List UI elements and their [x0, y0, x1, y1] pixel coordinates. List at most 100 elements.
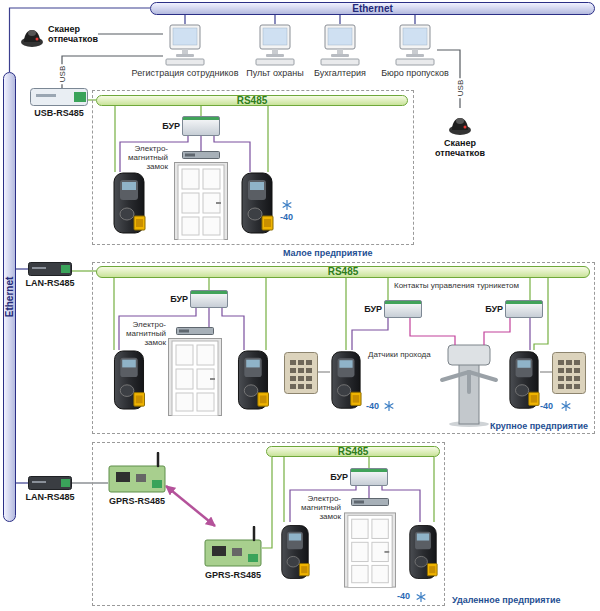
door: [169, 339, 222, 417]
temperature-label: -40: [540, 401, 553, 411]
controller-label: БУР: [364, 304, 382, 314]
bur-controller: БУР: [182, 116, 220, 136]
computer-icon: [318, 24, 362, 66]
scanner-label: Сканер отпечатков: [48, 24, 98, 44]
workstation: Регистрация сотрудников: [163, 24, 207, 66]
controller-label: БУР: [485, 304, 503, 314]
lan-device-icon: [28, 262, 72, 276]
enterprise-zone: Малое предприятиеRS485БУР: [92, 90, 414, 245]
bur-controller: БУР: [384, 300, 422, 318]
workstation-label: Регистрация сотрудников: [132, 68, 239, 78]
biometric-reader: [332, 352, 361, 408]
biometric-reader: [282, 526, 309, 579]
bus-label: Ethernet: [352, 4, 393, 14]
bur-controller: БУР: [190, 290, 228, 308]
computer-icon: [253, 24, 297, 66]
magnetic-lock: [352, 499, 389, 506]
zone-label: Удаленное предприятие: [452, 595, 561, 605]
zone-label: Малое предприятие: [283, 248, 373, 258]
scanner-label: Сканер отпечатков: [435, 138, 485, 158]
controller-label: БУР: [162, 121, 180, 131]
enterprise-zone: Крупное предприятиеRS485БУРБУРБУР: [92, 262, 595, 434]
rs485-bus: RS485: [266, 446, 440, 457]
rs485-wire: [284, 457, 434, 522]
lan-device-icon: [28, 476, 72, 490]
converter-label: GPRS-RS485: [205, 570, 261, 580]
bus-label: Ethernet: [5, 277, 15, 318]
workstation-label: Бухгалтерия: [314, 68, 366, 78]
ethernet-bus: Ethernet: [3, 72, 16, 522]
door: [344, 513, 395, 588]
computer-icon: [163, 24, 207, 66]
biometric-reader: [242, 173, 273, 233]
note-label: Датчики прохода: [368, 350, 431, 359]
bur-controller: БУР: [505, 300, 543, 318]
biometric-reader: [114, 173, 145, 233]
snowflake-icon: [562, 402, 570, 411]
door: [175, 163, 228, 241]
biometric-reader: [238, 351, 268, 409]
connector: [368, 457, 369, 468]
controller-label: БУР: [330, 472, 348, 482]
connector: [262, 457, 272, 548]
connector: [339, 15, 340, 24]
bur-controller: БУР: [350, 468, 388, 486]
controller-label: БУР: [170, 294, 188, 304]
connector: [200, 106, 201, 116]
control-wire: [120, 136, 250, 172]
usb-rs485-converter: USB-RS485: [30, 88, 88, 106]
temperature-label: -40: [397, 591, 410, 601]
connector: [184, 15, 185, 24]
converter-label: USB-RS485: [34, 108, 84, 118]
gprs-modem: GPRS-RS485: [108, 452, 166, 494]
control-wire: [119, 308, 530, 350]
workstation: Бюро пропусков: [393, 24, 437, 66]
usb-device-icon: [30, 88, 88, 106]
turnstile-wire: [410, 318, 510, 345]
converter-label: LAN-RS485: [25, 278, 74, 288]
connector: [72, 482, 108, 483]
biometric-reader: [510, 352, 539, 408]
workstation-label: Бюро пропусков: [381, 68, 449, 78]
connector: [166, 486, 215, 526]
lock-label: Электро- магнитный замок: [128, 144, 168, 171]
keypad: [553, 353, 586, 394]
rs485-bus: RS485: [96, 266, 590, 278]
gprs-modem: GPRS-RS485: [204, 526, 262, 568]
rs485-wire: [114, 278, 548, 350]
cable-label: USB: [456, 78, 465, 98]
converter-label: LAN-RS485: [25, 492, 74, 502]
connector: [414, 15, 415, 24]
magnetic-lock: [177, 328, 214, 335]
workstation-label: Пульт охраны: [246, 68, 304, 78]
gprs-device-icon: [204, 526, 262, 568]
snowflake-icon: [385, 402, 393, 411]
connector: [16, 482, 28, 483]
connector: [208, 278, 209, 290]
lock-label: Электро- магнитный замок: [301, 494, 341, 521]
temperature-label: -40: [366, 401, 379, 411]
bus-label: RS485: [237, 96, 268, 106]
converter-label: GPRS-RS485: [109, 496, 165, 506]
snowflake-icon: [417, 593, 425, 602]
lock-label: Электро- магнитный замок: [126, 320, 166, 347]
magnetic-lock: [183, 152, 220, 159]
biometric-reader: [114, 351, 144, 409]
keypad-wire: [318, 371, 552, 372]
control-wire: [290, 486, 420, 522]
lan-rs485-converter: LAN-RS485: [28, 262, 72, 276]
scanner-icon: [20, 20, 44, 48]
bus-label: RS485: [338, 447, 369, 457]
workstation: Бухгалтерия: [318, 24, 362, 66]
biometric-reader: [410, 526, 437, 579]
connector: [98, 33, 163, 34]
cable-label: USB: [58, 64, 67, 84]
bus-label: RS485: [328, 267, 359, 277]
workstation: Пульт охраны: [253, 24, 297, 66]
enterprise-zone: Удаленное предприятиеGPRS-RS485GPRS-RS48…: [92, 442, 445, 606]
connector: [387, 278, 388, 300]
turnstile: [442, 345, 496, 427]
gprs-device-icon: [108, 452, 166, 494]
computer-icon: [393, 24, 437, 66]
